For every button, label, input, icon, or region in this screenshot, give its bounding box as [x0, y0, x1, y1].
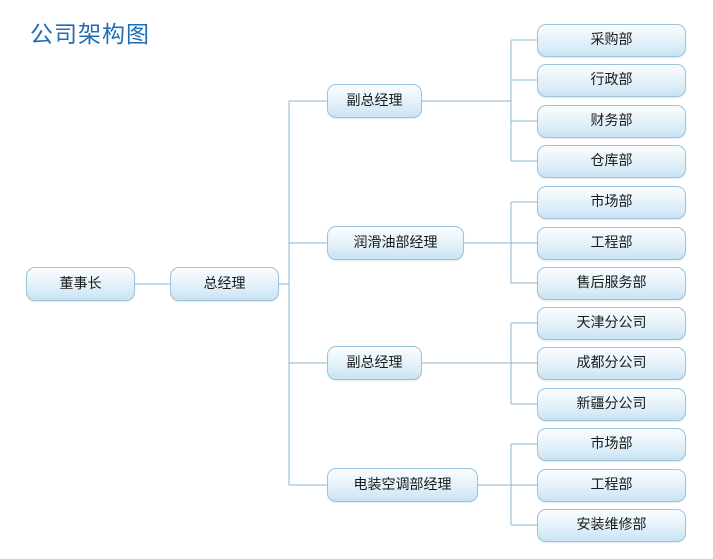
node-purchasing[interactable]: 采购部 — [537, 24, 686, 57]
node-marketing-1[interactable]: 市场部 — [537, 186, 686, 219]
node-marketing-1-label: 市场部 — [590, 194, 633, 210]
node-engineering-1[interactable]: 工程部 — [537, 227, 686, 260]
node-general-manager-label: 总经理 — [203, 275, 246, 292]
node-administration[interactable]: 行政部 — [537, 64, 686, 97]
node-chairman-label: 董事长 — [59, 275, 102, 292]
node-after-sales-label: 售后服务部 — [576, 275, 647, 291]
node-marketing-2[interactable]: 市场部 — [537, 428, 686, 461]
node-xinjiang-branch[interactable]: 新疆分公司 — [537, 388, 686, 421]
node-deputy-gm-1[interactable]: 副总经理 — [327, 84, 422, 118]
node-install-repair[interactable]: 安装维修部 — [537, 509, 686, 542]
node-warehouse[interactable]: 仓库部 — [537, 145, 686, 178]
node-hvac-manager-label: 电装空调部经理 — [353, 476, 452, 493]
node-finance[interactable]: 财务部 — [537, 105, 686, 138]
node-tianjin-branch-label: 天津分公司 — [576, 315, 647, 331]
node-after-sales[interactable]: 售后服务部 — [537, 267, 686, 300]
node-marketing-2-label: 市场部 — [590, 436, 633, 452]
node-chengdu-branch[interactable]: 成都分公司 — [537, 347, 686, 380]
node-install-repair-label: 安装维修部 — [576, 517, 647, 533]
node-chairman[interactable]: 董事长 — [26, 267, 135, 301]
node-deputy-gm-2[interactable]: 副总经理 — [327, 346, 422, 380]
node-engineering-1-label: 工程部 — [590, 235, 633, 251]
page-title: 公司架构图 — [30, 22, 150, 48]
node-engineering-2[interactable]: 工程部 — [537, 469, 686, 502]
node-engineering-2-label: 工程部 — [590, 477, 633, 493]
node-purchasing-label: 采购部 — [590, 32, 633, 48]
node-warehouse-label: 仓库部 — [590, 153, 633, 169]
node-deputy-gm-1-label: 副总经理 — [346, 92, 403, 109]
node-administration-label: 行政部 — [590, 72, 633, 88]
node-xinjiang-branch-label: 新疆分公司 — [576, 396, 647, 412]
node-lubricant-manager-label: 润滑油部经理 — [353, 234, 438, 251]
node-general-manager[interactable]: 总经理 — [170, 267, 279, 301]
node-finance-label: 财务部 — [590, 113, 633, 129]
node-lubricant-manager[interactable]: 润滑油部经理 — [327, 226, 464, 260]
node-chengdu-branch-label: 成都分公司 — [576, 355, 647, 371]
node-hvac-manager[interactable]: 电装空调部经理 — [327, 468, 478, 502]
node-deputy-gm-2-label: 副总经理 — [346, 354, 403, 371]
node-tianjin-branch[interactable]: 天津分公司 — [537, 307, 686, 340]
